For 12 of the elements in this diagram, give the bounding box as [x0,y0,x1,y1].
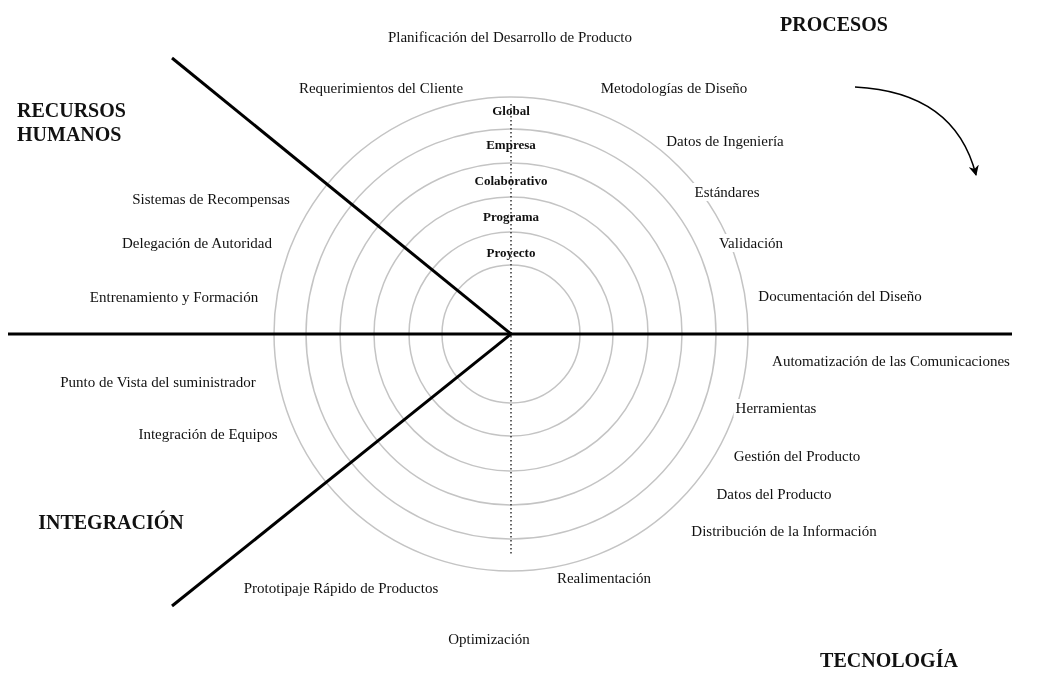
section-heading: RECURSOS HUMANOS [16,98,127,146]
section-heading: TECNOLOGÍA [819,648,959,672]
ring-label: Global [491,102,531,118]
section-heading: INTEGRACIÓN [37,510,185,534]
ring-label: Empresa [485,136,537,152]
ring-label: Proyecto [485,244,537,260]
ring-label: Programa [481,208,541,224]
item-label: Herramientas [733,399,819,417]
ring-label: Colaborativo [473,172,549,188]
section-heading: PROCESOS [779,12,889,36]
item-label: Validación [716,234,786,252]
item-label: Estándares [692,183,762,201]
